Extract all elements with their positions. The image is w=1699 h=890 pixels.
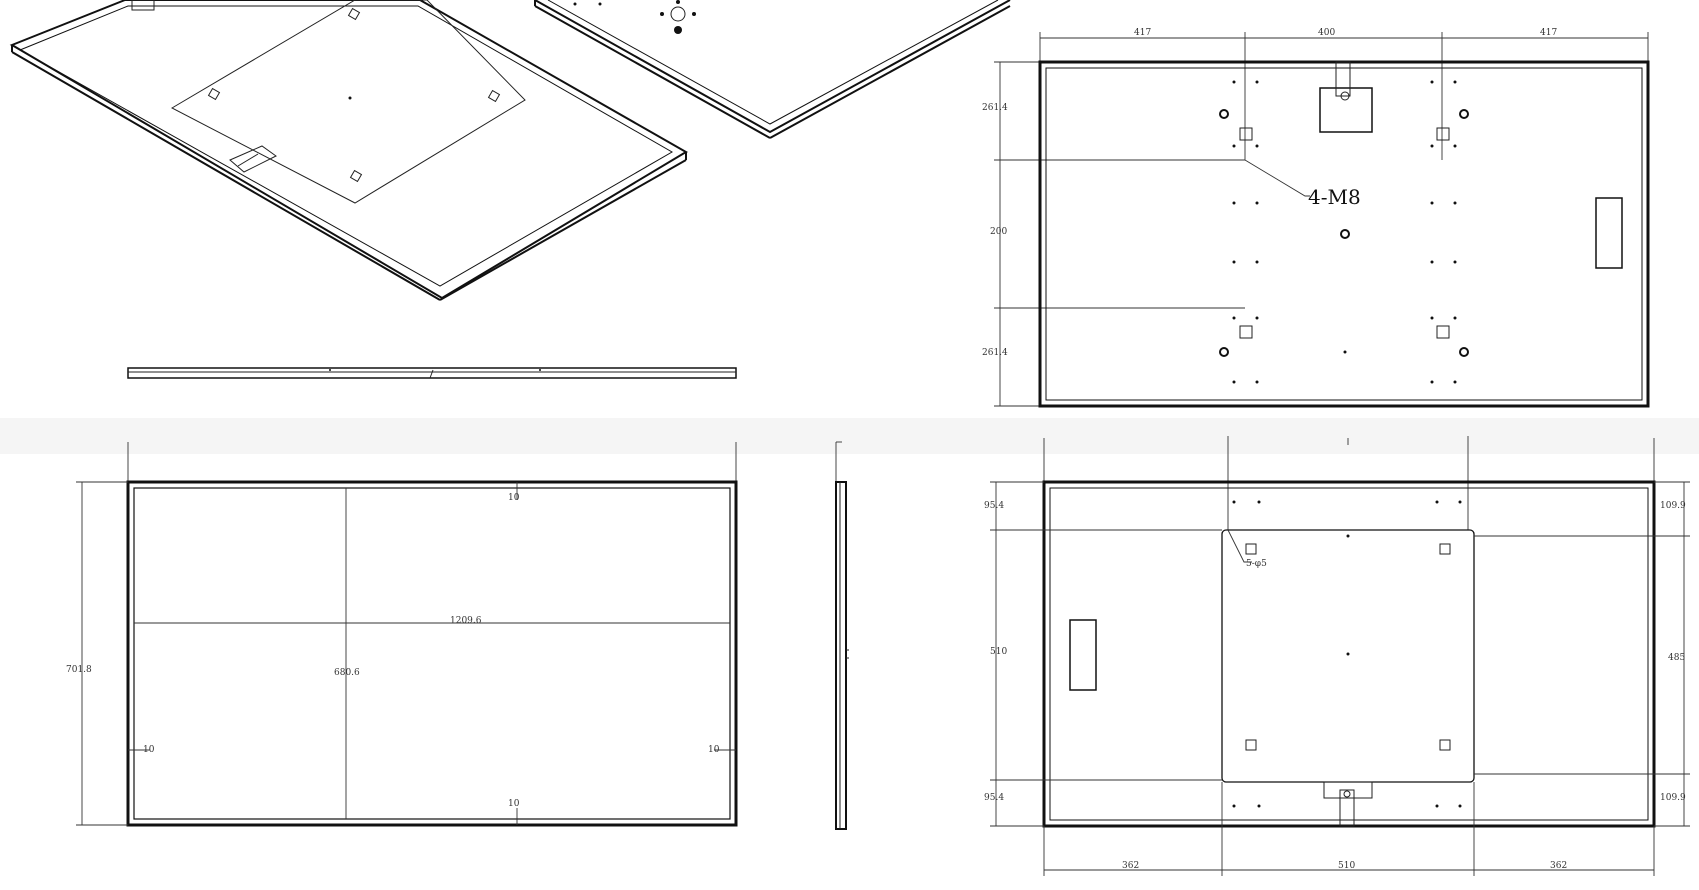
dim-border-bottom: 10 [508, 799, 520, 809]
dim-bottom-right: 362 [1550, 861, 1567, 871]
dim-top-left: 417 [1134, 28, 1151, 38]
side-view-top [127, 367, 737, 379]
dim-left-top: 95.4 [984, 501, 1004, 511]
dim-overall-height: 701.8 [66, 665, 92, 675]
isometric-view-front [9, 0, 688, 301]
dim-left-bottom: 95.4 [984, 793, 1004, 803]
dim-right-bottom: 109.9 [1660, 793, 1686, 803]
rear-view-bottom: 95.4 510 95.4 109.9 485 109.9 362 510 36… [984, 436, 1690, 876]
section-band [0, 418, 1699, 454]
dim-border-top: 10 [508, 493, 520, 503]
side-view-vertical [835, 441, 849, 830]
dim-border-right: 10 [708, 745, 720, 755]
dim-left-center: 510 [990, 647, 1007, 657]
dim-border-left: 10 [143, 745, 155, 755]
dim-bottom-left: 362 [1122, 861, 1139, 871]
dim-top-right: 417 [1540, 28, 1557, 38]
dim-top-center: 400 [1318, 28, 1335, 38]
dim-bottom-center: 510 [1338, 861, 1355, 871]
dim-left-upper: 261.4 [982, 103, 1008, 113]
dim-inner-height: 680.6 [334, 668, 360, 678]
dim-width: 1209.6 [450, 616, 482, 626]
rear-view-top: 417 400 417 261.4 200 261.4 [982, 28, 1650, 408]
dim-right-center: 485 [1668, 653, 1685, 663]
dim-left-middle: 200 [990, 227, 1007, 237]
callout-holes: 5-φ5 [1246, 559, 1267, 569]
dim-right-top: 109.9 [1660, 501, 1686, 511]
front-view: 1209.6 680.6 701.8 10 10 10 10 [66, 442, 738, 827]
dim-left-lower: 261.4 [982, 348, 1008, 358]
isometric-view-rear [534, 0, 1011, 139]
callout-m8: 4-M8 [1308, 185, 1361, 209]
